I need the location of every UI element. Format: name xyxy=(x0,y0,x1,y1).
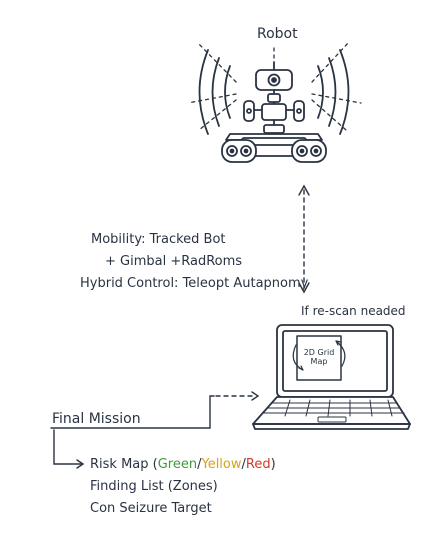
robot-illustration xyxy=(187,41,362,163)
seizure-target-item: Con Seizure Target xyxy=(90,501,212,516)
laptop-illustration xyxy=(252,324,411,430)
risk-map-suffix: ) xyxy=(270,457,276,472)
risk-map-prefix: Risk Map ( xyxy=(90,457,158,472)
grid-map-label-line1: 2D Grid xyxy=(303,348,335,357)
signal-waves-right xyxy=(317,49,350,135)
risk-sep1: / xyxy=(197,457,202,472)
spec-mobility: Mobility: Tracked Bot xyxy=(91,232,226,247)
laptop-keyboard xyxy=(263,399,405,417)
mission-to-outputs-arrow xyxy=(53,429,85,469)
grid-map-icon xyxy=(292,335,346,381)
robot-head xyxy=(255,61,293,105)
spec-payload: + Gimbal +RadRoms xyxy=(105,254,243,269)
grid-map-label: 2D Grid Map xyxy=(298,348,340,366)
robot-title: Robot xyxy=(257,26,298,42)
signal-waves-left xyxy=(198,49,231,135)
grid-map-label-line2: Map xyxy=(310,357,328,366)
final-mission-title: Final Mission xyxy=(52,411,141,427)
finding-list-item: Finding List (Zones) xyxy=(90,479,218,494)
risk-green: Green xyxy=(157,457,198,472)
risk-sep2: / xyxy=(241,457,246,472)
mission-to-laptop-arrow xyxy=(50,391,260,429)
risk-map-item: Risk Map (Green/Yellow/Red) xyxy=(90,457,276,473)
right-track xyxy=(291,139,327,163)
rescan-label: If re-scan neaded xyxy=(301,304,406,318)
left-track xyxy=(221,139,257,163)
risk-yellow: Yellow xyxy=(201,457,242,472)
gimbal-arms xyxy=(243,100,305,134)
robot-laptop-link-arrow xyxy=(298,184,310,294)
risk-red: Red xyxy=(245,457,271,472)
spec-control: Hybrid Control: Teleopt Autapnomy xyxy=(80,276,309,291)
